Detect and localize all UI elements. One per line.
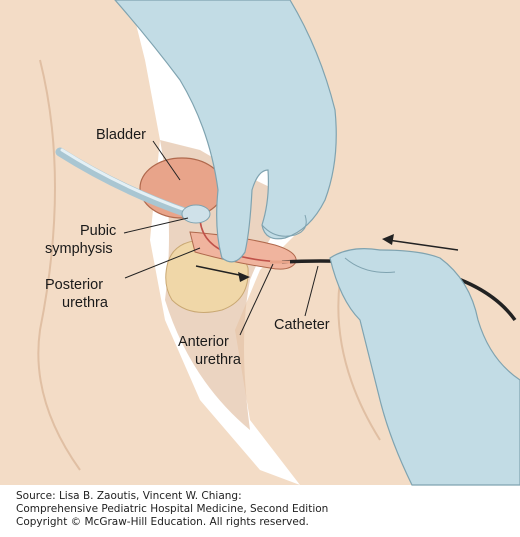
pubic-symphysis-label-line1: Pubic — [80, 223, 116, 239]
upper-glove — [114, 0, 337, 263]
pubic-bone-end — [181, 204, 211, 224]
posterior-urethra-label-line2: urethra — [62, 295, 109, 311]
urethra-arrow-head — [238, 272, 250, 282]
pubic-bone — [55, 147, 211, 224]
insertion-arrow-line — [387, 239, 459, 251]
posterior-urethra-label-line1: Posterior — [45, 277, 103, 293]
right-thigh-contour — [337, 279, 381, 441]
leader-lines — [123, 140, 319, 336]
lower-gloved-hand — [329, 248, 520, 486]
lower-glove — [329, 248, 520, 486]
source-credit: Source: Lisa B. Zaoutis, Vincent W. Chia… — [16, 490, 511, 529]
anterior-urethra-leader — [239, 263, 274, 336]
credit-source-line: Source: Lisa B. Zaoutis, Vincent W. Chia… — [16, 490, 242, 502]
pubic-bone-highlight — [60, 148, 190, 213]
anterior-urethra-label-line1: Anterior — [178, 334, 229, 350]
anterior-urethra-label-line2: urethra — [195, 352, 242, 368]
lower-glove-finger — [344, 257, 396, 273]
pubic-symphysis-label-line2: symphysis — [45, 241, 113, 257]
catheter-label: Catheter — [274, 317, 330, 333]
left-thigh — [0, 0, 300, 485]
pubic-bone-shaft — [55, 147, 195, 219]
direction-arrows — [195, 234, 459, 282]
bladder-label: Bladder — [96, 127, 146, 143]
posterior-urethra-leader — [124, 247, 201, 279]
credit-book-line: Comprehensive Pediatric Hospital Medicin… — [16, 503, 329, 515]
catheter-leader — [304, 265, 319, 317]
credit-copyright-line: Copyright © McGraw-Hill Education. All r… — [16, 516, 309, 528]
upper-glove-thumb — [261, 214, 307, 237]
left-thigh-contour — [37, 59, 81, 471]
insertion-arrow-head — [382, 234, 394, 245]
upper-gloved-hand — [114, 0, 337, 263]
urethra-arrow-line — [195, 265, 245, 277]
bladder-leader — [152, 140, 181, 181]
pubic-symphysis-leader — [123, 217, 189, 234]
